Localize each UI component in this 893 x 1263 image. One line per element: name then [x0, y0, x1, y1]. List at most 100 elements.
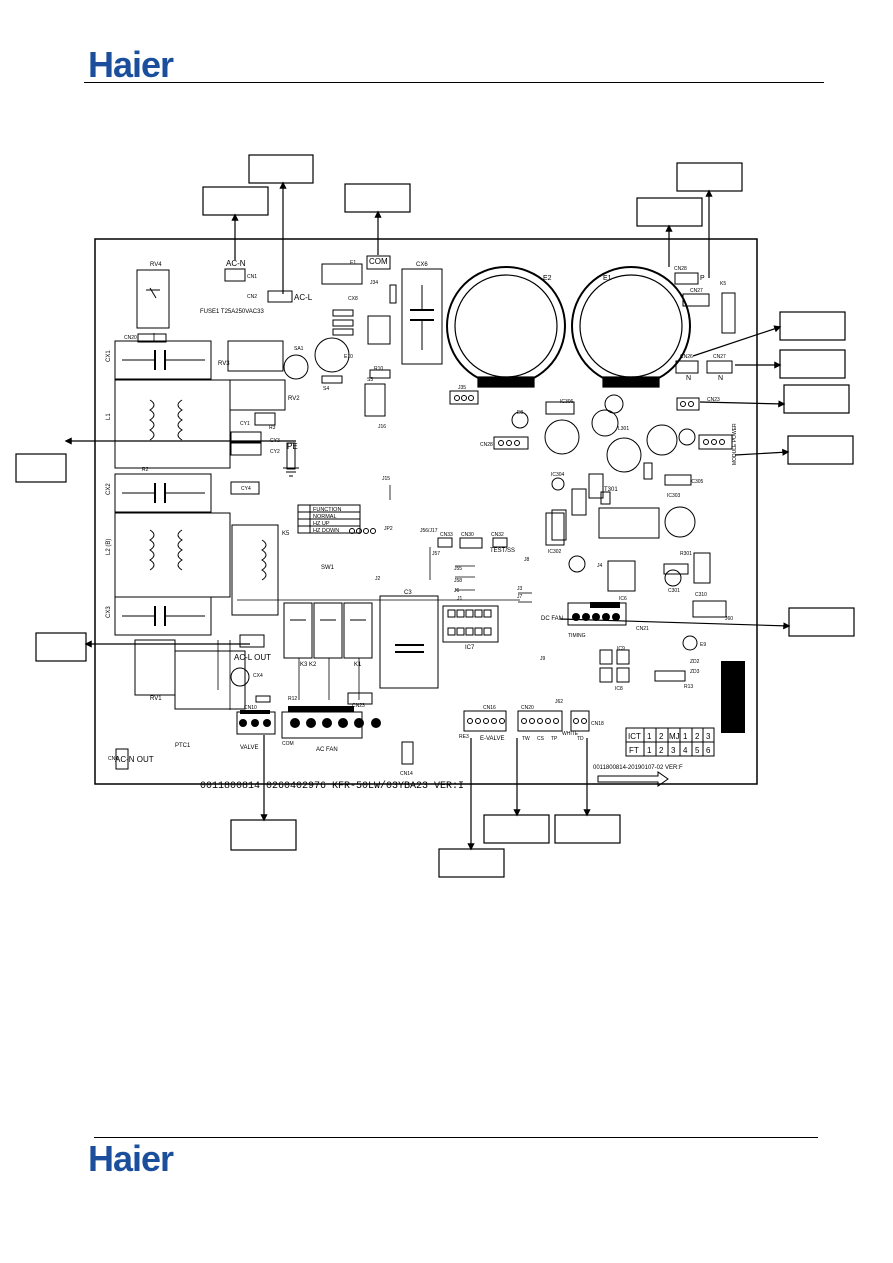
callout-box-right-4 — [787, 435, 854, 465]
svg-text:CN30: CN30 — [461, 532, 474, 538]
label-com2: COM — [282, 741, 294, 747]
callout-box-bottom-1 — [230, 819, 297, 851]
ict-r0-c0: ICT — [628, 732, 641, 741]
svg-text:C310: C310 — [695, 592, 707, 598]
svg-text:C301: C301 — [668, 588, 680, 594]
small-components — [230, 337, 698, 687]
haier-logo-footer: Haier — [88, 1138, 174, 1179]
svg-text:RV1: RV1 — [150, 696, 162, 702]
label-cs: CS — [537, 736, 545, 742]
callout-box-top-1 — [248, 154, 314, 184]
callout-box-right-3 — [783, 384, 850, 414]
board-outline — [94, 238, 758, 785]
callout-box-right-2 — [779, 349, 846, 379]
callout-box-bottom-2 — [483, 814, 550, 844]
svg-text:CN2: CN2 — [247, 294, 257, 300]
label-ac-fan: AC FAN — [316, 747, 338, 753]
svg-text:IC8: IC8 — [615, 686, 623, 692]
header-rule — [84, 82, 824, 83]
svg-text:E8: E8 — [517, 410, 523, 416]
fuse-label: FUSE1 T25A250VAC33 — [200, 309, 264, 315]
pe-label: PE — [287, 442, 298, 451]
label-p: P — [700, 275, 705, 282]
svg-text:E10: E10 — [344, 354, 353, 360]
svg-text:CN23: CN23 — [707, 397, 720, 403]
svg-text:CN20: CN20 — [521, 705, 534, 711]
svg-text:IC7: IC7 — [465, 645, 475, 651]
svg-text:J57: J57 — [432, 551, 440, 557]
svg-text:ZD3: ZD3 — [690, 669, 700, 675]
ict-r0-c1: 1 — [647, 732, 652, 741]
label-com: COM — [369, 257, 388, 266]
svg-text:CX3: CX3 — [106, 606, 112, 618]
svg-text:CN14: CN14 — [400, 771, 413, 777]
svg-text:L301: L301 — [618, 426, 629, 432]
svg-text:SA1: SA1 — [294, 346, 304, 352]
svg-text:CN18: CN18 — [591, 721, 604, 727]
label-tw: TW — [522, 736, 530, 742]
svg-text:RV4: RV4 — [150, 262, 162, 268]
svg-text:CY1: CY1 — [240, 421, 250, 427]
callout-box-top-5 — [636, 197, 703, 227]
svg-text:J15: J15 — [382, 476, 390, 482]
cx6 — [401, 268, 443, 365]
svg-text:J4: J4 — [597, 563, 603, 569]
svg-text:ZD2: ZD2 — [690, 659, 700, 665]
svg-text:RV2: RV2 — [288, 396, 300, 402]
svg-text:CN8: CN8 — [108, 756, 118, 762]
svg-text:J7: J7 — [517, 594, 523, 600]
svg-text:CY2: CY2 — [270, 449, 280, 455]
svg-text:J35: J35 — [458, 385, 466, 391]
svg-text:CN32: CN32 — [491, 532, 504, 538]
svg-text:K1: K1 — [354, 662, 362, 668]
ict-r1-c2: 2 — [659, 746, 664, 755]
black-module — [721, 661, 745, 733]
svg-text:IC305: IC305 — [690, 479, 704, 485]
svg-text:CN28: CN28 — [480, 442, 493, 448]
svg-text:J56/J17: J56/J17 — [420, 528, 438, 534]
svg-text:J9: J9 — [540, 656, 546, 662]
svg-text:R12: R12 — [288, 696, 297, 702]
svg-text:L1: L1 — [106, 413, 112, 420]
svg-text:CX8: CX8 — [348, 296, 358, 302]
svg-text:J8: J8 — [524, 557, 530, 563]
svg-text:E1: E1 — [603, 275, 612, 282]
svg-text:J3: J3 — [517, 586, 523, 592]
svg-text:CN21: CN21 — [636, 626, 649, 632]
function-row-3: HZ DOWN — [313, 528, 339, 534]
ict-r0-c6: 3 — [706, 732, 711, 741]
svg-text:CX1: CX1 — [106, 350, 112, 362]
board-small-code: 0011800814-20190107-02 VER:F — [593, 765, 683, 771]
label-ac-n-out: AC-N OUT — [115, 755, 154, 764]
ict-r0-c2: 2 — [659, 732, 664, 741]
footer-rule — [94, 1137, 818, 1138]
svg-text:CN10: CN10 — [244, 705, 257, 711]
svg-text:L2 (B): L2 (B) — [106, 539, 112, 555]
label-white: WHITE — [562, 731, 579, 737]
svg-text:J55: J55 — [454, 566, 462, 572]
svg-text:R13: R13 — [684, 684, 693, 690]
svg-text:IC302: IC302 — [548, 549, 562, 555]
svg-text:R301: R301 — [680, 551, 692, 557]
svg-text:E1: E1 — [350, 260, 356, 266]
svg-text:IC303: IC303 — [667, 493, 681, 499]
svg-text:CY4: CY4 — [241, 486, 251, 492]
svg-text:J6: J6 — [454, 588, 460, 594]
svg-text:CN33: CN33 — [440, 532, 453, 538]
svg-text:J60: J60 — [725, 616, 733, 622]
svg-text:CN23: CN23 — [352, 703, 365, 709]
relays — [283, 602, 373, 659]
svg-text:CY3: CY3 — [270, 438, 280, 444]
ict-cells: ICT 1 2 MJ 1 2 3 FT 1 2 3 4 5 6 — [628, 732, 711, 755]
svg-text:T301: T301 — [604, 487, 618, 493]
svg-text:S3: S3 — [367, 377, 373, 383]
t301 — [598, 507, 660, 539]
label-e-valve: E-VALVE — [480, 736, 504, 742]
sw-label: SW1 — [321, 565, 335, 571]
callout-box-right-5 — [788, 607, 855, 637]
resistors — [137, 284, 736, 703]
svg-text:J16: J16 — [378, 424, 386, 430]
label-n1: N — [686, 375, 691, 382]
svg-text:CN16: CN16 — [483, 705, 496, 711]
